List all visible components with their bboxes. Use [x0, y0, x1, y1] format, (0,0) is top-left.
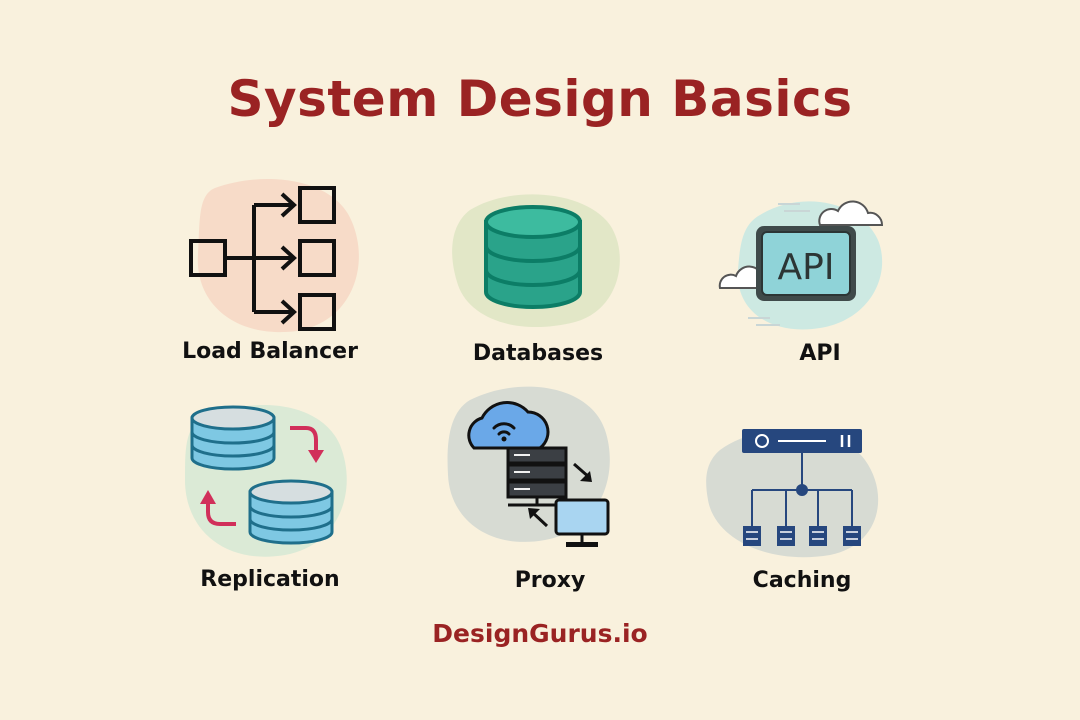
footer-brand: DesignGurus.io — [432, 619, 648, 648]
svg-text:API: API — [778, 247, 835, 288]
replication-label: Replication — [200, 567, 340, 592]
page-title: System Design Basics — [227, 70, 853, 128]
caching-label: Caching — [752, 568, 852, 593]
api-label: API — [799, 341, 841, 366]
databases-label: Databases — [472, 341, 604, 366]
load-balancer-label: Load Balancer — [182, 339, 358, 364]
proxy-label: Proxy — [514, 568, 586, 593]
